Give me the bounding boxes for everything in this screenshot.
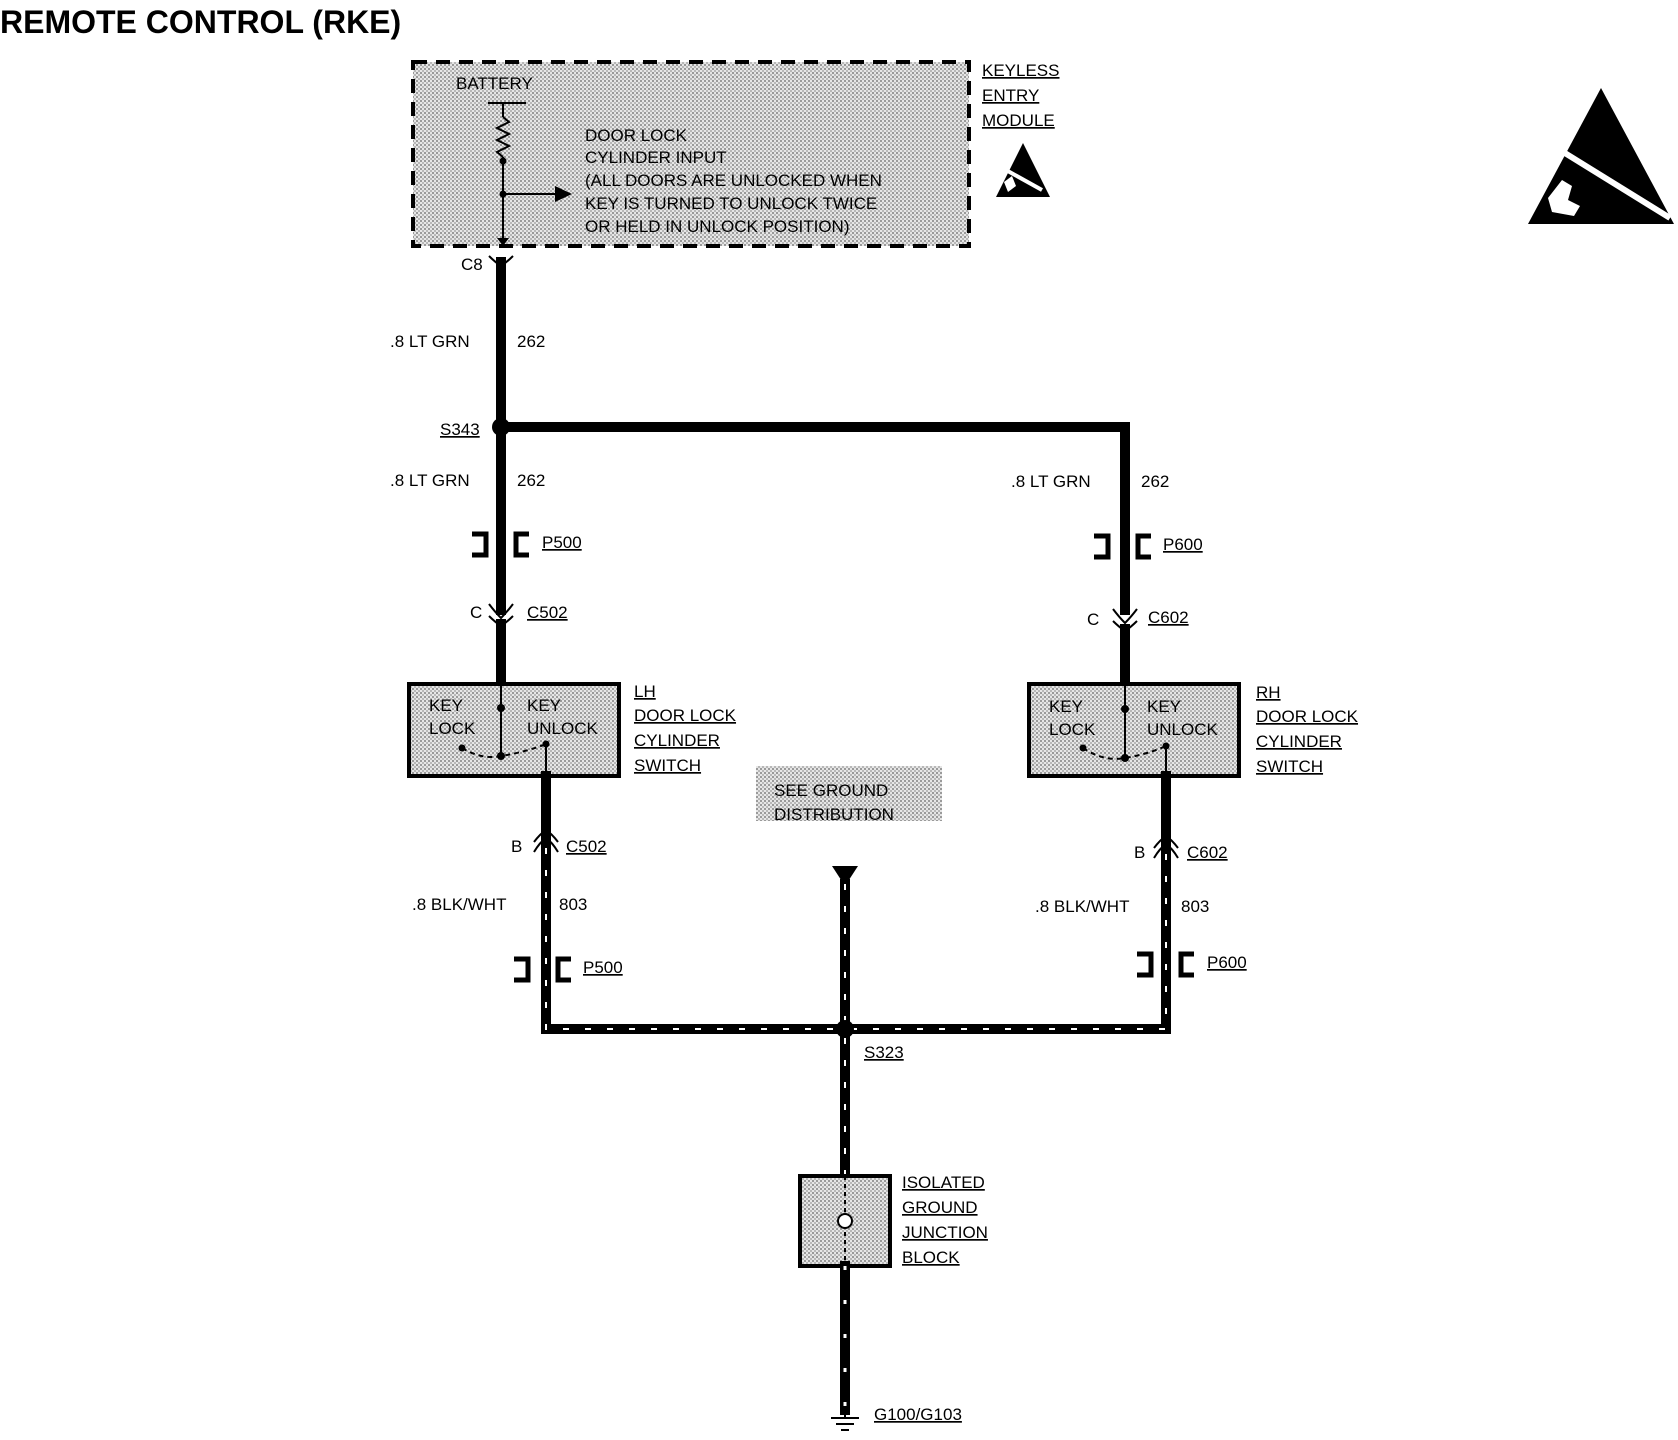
- rh-door-lock-switch: KEY LOCK KEY UNLOCK: [1027, 682, 1241, 778]
- page-title: REMOTE CONTROL (RKE): [0, 4, 401, 40]
- splice-s323-label: S323: [864, 1043, 904, 1062]
- rh-key-lock-2: LOCK: [1049, 720, 1096, 739]
- connector-left-upper-name: C502: [527, 603, 568, 622]
- connector-right-lower-name: C602: [1187, 843, 1228, 862]
- wire-left-upper-circuit: 262: [517, 471, 545, 490]
- input-line-1: DOOR LOCK: [585, 126, 688, 145]
- lh-key-lock-2: LOCK: [429, 719, 476, 738]
- passthrough-right-upper: P600: [1163, 535, 1203, 554]
- junction-block-3: JUNCTION: [902, 1223, 988, 1242]
- wire-left-lower-gauge: .8 BLK/WHT: [412, 895, 506, 914]
- lh-name-3: CYLINDER: [634, 731, 720, 750]
- connector-right-upper-pin: C: [1087, 610, 1099, 629]
- splice-s343-label: S343: [440, 420, 480, 439]
- input-line-2: CYLINDER INPUT: [585, 148, 727, 167]
- ground-symbol-icon: [831, 1410, 859, 1431]
- lh-door-lock-switch: KEY LOCK KEY UNLOCK: [407, 682, 621, 778]
- ground-label: G100/G103: [874, 1405, 962, 1424]
- rh-name-1: RH: [1256, 683, 1281, 702]
- input-line-4: KEY IS TURNED TO UNLOCK TWICE: [585, 194, 877, 213]
- wire-top-circuit: 262: [517, 332, 545, 351]
- ground-note-2: DISTRIBUTION: [774, 805, 894, 824]
- junction-block-2: GROUND: [902, 1198, 978, 1217]
- wire-top-gauge: .8 LT GRN: [390, 332, 470, 351]
- wire-right-upper-gauge: .8 LT GRN: [1011, 472, 1091, 491]
- wire-left-lower-circuit: 803: [559, 895, 587, 914]
- lh-name-1: LH: [634, 682, 656, 701]
- lh-name-4: SWITCH: [634, 756, 701, 775]
- module-name-3: MODULE: [982, 111, 1055, 130]
- junction-block-1: ISOLATED: [902, 1173, 985, 1192]
- junction-block-4: BLOCK: [902, 1248, 960, 1267]
- keyless-entry-module: BATTERY DOOR LOCK CYLINDER INPUT (ALL DO…: [411, 60, 971, 248]
- battery-label: BATTERY: [456, 74, 533, 93]
- ground-note-box: [756, 766, 942, 821]
- connector-left-lower-name: C502: [566, 837, 607, 856]
- connector-left-lower-pin: B: [511, 837, 522, 856]
- module-name-1: KEYLESS: [982, 61, 1060, 80]
- connector-c8-label: C8: [461, 255, 483, 274]
- esd-warning-icon-large: [1528, 88, 1674, 224]
- splice-s323: [836, 1020, 854, 1038]
- input-line-3: (ALL DOORS ARE UNLOCKED WHEN: [585, 171, 882, 190]
- lh-key-lock-1: KEY: [429, 696, 463, 715]
- module-name-2: ENTRY: [982, 86, 1039, 105]
- wire-right-upper-circuit: 262: [1141, 472, 1169, 491]
- wire-right-lower-circuit: 803: [1181, 897, 1209, 916]
- lh-key-unlock-1: KEY: [527, 696, 561, 715]
- rh-key-lock-1: KEY: [1049, 697, 1083, 716]
- rh-name-2: DOOR LOCK: [1256, 707, 1359, 726]
- esd-warning-icon: [996, 143, 1050, 197]
- input-line-5: OR HELD IN UNLOCK POSITION): [585, 217, 849, 236]
- connector-right-upper-name: C602: [1148, 608, 1189, 627]
- lh-key-unlock-2: UNLOCK: [527, 719, 599, 738]
- rh-name-3: CYLINDER: [1256, 732, 1342, 751]
- passthrough-left-upper: P500: [542, 533, 582, 552]
- rh-key-unlock-1: KEY: [1147, 697, 1181, 716]
- connector-left-upper-pin: C: [470, 603, 482, 622]
- isolated-ground-junction-block: [798, 1174, 892, 1268]
- wire-left-upper-gauge: .8 LT GRN: [390, 471, 470, 490]
- lh-name-2: DOOR LOCK: [634, 706, 737, 725]
- connector-right-lower-pin: B: [1134, 843, 1145, 862]
- passthrough-right-lower: P600: [1207, 953, 1247, 972]
- rh-name-4: SWITCH: [1256, 757, 1323, 776]
- ground-note-1: SEE GROUND: [774, 781, 888, 800]
- passthrough-left-lower: P500: [583, 958, 623, 977]
- wire-right-lower-gauge: .8 BLK/WHT: [1035, 897, 1129, 916]
- rh-key-unlock-2: UNLOCK: [1147, 720, 1219, 739]
- ground-distribution-arrow: [832, 866, 858, 886]
